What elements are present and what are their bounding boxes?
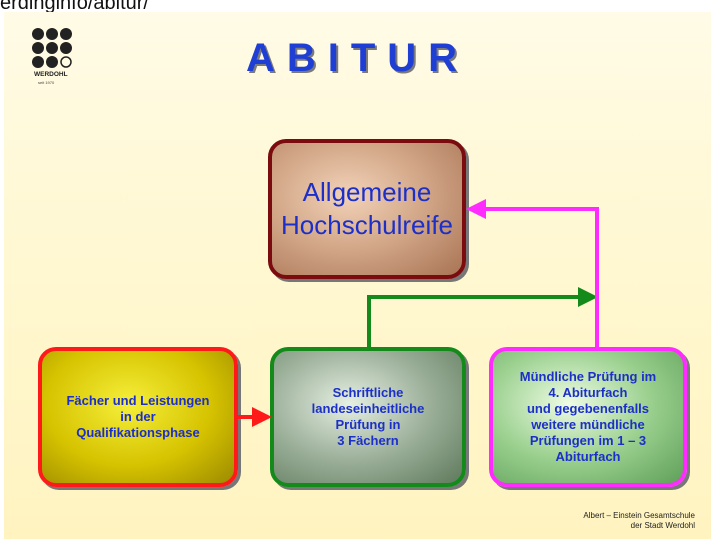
box-allgemeine-hochschulreife: Allgemeine Hochschulreife [268,139,466,279]
svg-text:WERDOHL: WERDOHL [34,71,68,78]
school-logo: WERDOHL seit 1970 [30,26,78,90]
box-schriftliche-pruefung: Schriftliche landeseinheitliche Prüfung … [270,347,466,487]
footer-credit: Albert – Einstein Gesamtschule der Stadt… [583,511,695,531]
footer-line-1: Albert – Einstein Gesamtschule [583,511,695,520]
svg-text:seit 1970: seit 1970 [38,80,55,85]
box-muendlich-label: Mündliche Prüfung im 4. Abiturfach und g… [519,369,657,464]
footer-line-2: der Stadt Werdohl [630,521,695,530]
logo-graphic: WERDOHL seit 1970 [32,28,72,85]
url-fragment: erdinginfo/abitur/ [0,0,149,14]
page-title: ABITUR [245,36,470,80]
box-faecher-label: Fächer und Leistungen in der Qualifikati… [66,393,210,440]
box-muendliche-pruefung: Mündliche Prüfung im 4. Abiturfach und g… [489,347,687,487]
box-faecher-und-leistungen: Fächer und Leistungen in der Qualifikati… [38,347,238,487]
box-main-label: Allgemeine Hochschulreife [281,177,453,240]
box-schriftlich-label: Schriftliche landeseinheitliche Prüfung … [311,385,425,448]
